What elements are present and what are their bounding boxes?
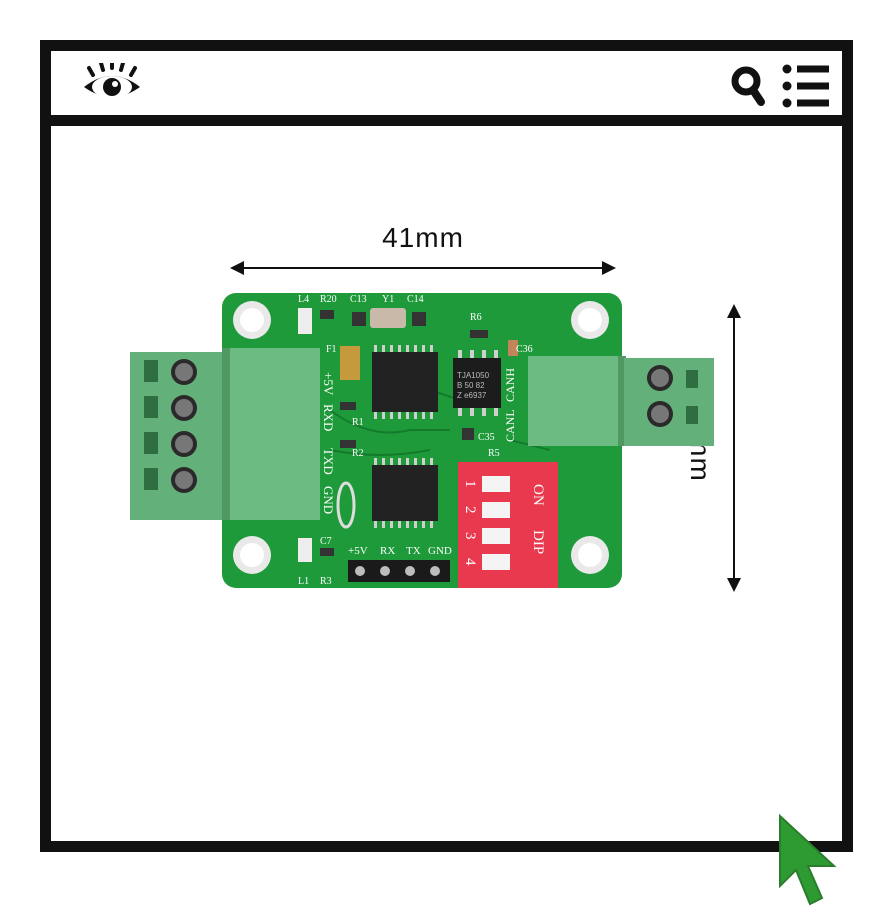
cursor-arrow-icon xyxy=(779,813,837,906)
svg-text:ON: ON xyxy=(530,484,546,506)
svg-text:R2: R2 xyxy=(352,448,364,459)
svg-text:R6: R6 xyxy=(470,312,482,323)
svg-text:DIP: DIP xyxy=(530,530,546,554)
svg-text:1: 1 xyxy=(462,480,478,488)
right-terminal-block xyxy=(528,356,714,446)
svg-text:L4: L4 xyxy=(298,294,309,305)
dip-labels: ON DIP 1 2 3 4 xyxy=(462,480,546,566)
svg-text:CANL: CANL xyxy=(503,409,517,442)
chips xyxy=(372,345,501,528)
svg-text:C13: C13 xyxy=(350,294,367,305)
svg-text:GND: GND xyxy=(428,545,452,557)
can-module-board: +5V RXD TXD GND TJA1050 B 50 82 Z e6937 xyxy=(130,293,714,588)
label-gnd: GND xyxy=(321,486,336,514)
svg-text:Y1: Y1 xyxy=(382,294,394,305)
svg-text:R3: R3 xyxy=(320,576,332,587)
list-menu-icon[interactable] xyxy=(781,63,831,109)
svg-text:TJA1050: TJA1050 xyxy=(457,371,490,380)
smd-components xyxy=(298,308,518,562)
svg-text:R20: R20 xyxy=(320,294,337,305)
svg-text:C7: C7 xyxy=(320,536,332,547)
height-arrow xyxy=(727,304,741,592)
svg-text:C35: C35 xyxy=(478,432,495,443)
svg-text:R5: R5 xyxy=(488,448,500,459)
svg-text:B 50 82: B 50 82 xyxy=(457,381,485,390)
search-icon[interactable] xyxy=(731,66,765,106)
label-rxd: RXD xyxy=(321,404,336,431)
right-terminal-labels: CANH CANL xyxy=(503,368,517,442)
svg-text:Z e6937: Z e6937 xyxy=(457,391,487,400)
chip-marking: TJA1050 B 50 82 Z e6937 xyxy=(457,371,490,400)
svg-text:C36: C36 xyxy=(516,344,533,355)
svg-text:+5V: +5V xyxy=(348,545,368,557)
width-dimension: 41mm xyxy=(230,222,616,278)
svg-text:2: 2 xyxy=(462,506,478,514)
svg-text:C14: C14 xyxy=(407,294,424,305)
mounting-holes xyxy=(233,301,609,574)
header-bar xyxy=(51,51,842,126)
svg-text:3: 3 xyxy=(462,532,478,540)
svg-text:RX: RX xyxy=(380,545,395,557)
width-arrow xyxy=(230,261,616,275)
left-terminal-block xyxy=(130,348,320,520)
label-5v: +5V xyxy=(321,372,336,396)
svg-text:4: 4 xyxy=(462,558,478,566)
svg-text:L1: L1 xyxy=(298,576,309,587)
dip-switch xyxy=(458,462,558,588)
component-labels: L4 R20 C13 Y1 C14 R6 F1 C36 R1 R2 C35 R5… xyxy=(298,294,533,587)
eye-icon[interactable] xyxy=(81,63,143,105)
svg-text:CANH: CANH xyxy=(503,368,517,402)
header-pin-labels: +5V RX TX GND xyxy=(348,545,452,557)
left-terminal-labels: +5V RXD TXD GND xyxy=(321,372,336,514)
label-txd: TXD xyxy=(321,448,336,475)
pin-header xyxy=(348,560,450,582)
width-label: 41mm xyxy=(382,222,464,253)
svg-text:TX: TX xyxy=(406,545,421,557)
svg-text:R1: R1 xyxy=(352,417,364,428)
svg-text:F1: F1 xyxy=(326,344,337,355)
